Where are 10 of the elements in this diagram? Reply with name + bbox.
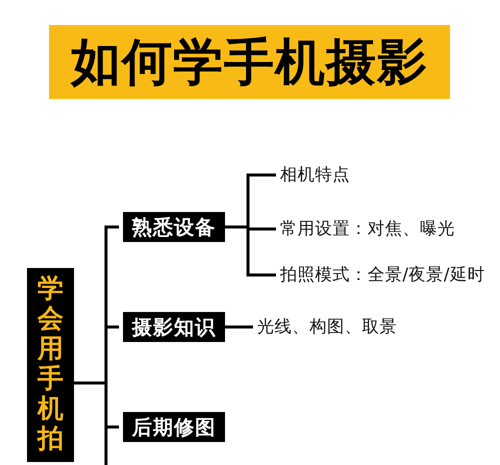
title-banner: 如何学手机摄影 xyxy=(49,25,450,99)
topic-text: 常用设置：对焦、曝光 xyxy=(280,217,455,241)
root-box: 学会用手机拍 xyxy=(27,268,74,462)
category-box: 后期修图 xyxy=(123,412,225,442)
topic-text: 拍照模式：全景/夜景/延时 xyxy=(280,263,485,287)
category-box: 熟悉设备 xyxy=(123,212,225,242)
category-box: 摄影知识 xyxy=(123,312,225,342)
topic-text: 相机特点 xyxy=(280,163,350,187)
topic-text: 光线、构图、取景 xyxy=(257,315,397,339)
connector-line xyxy=(225,326,253,328)
